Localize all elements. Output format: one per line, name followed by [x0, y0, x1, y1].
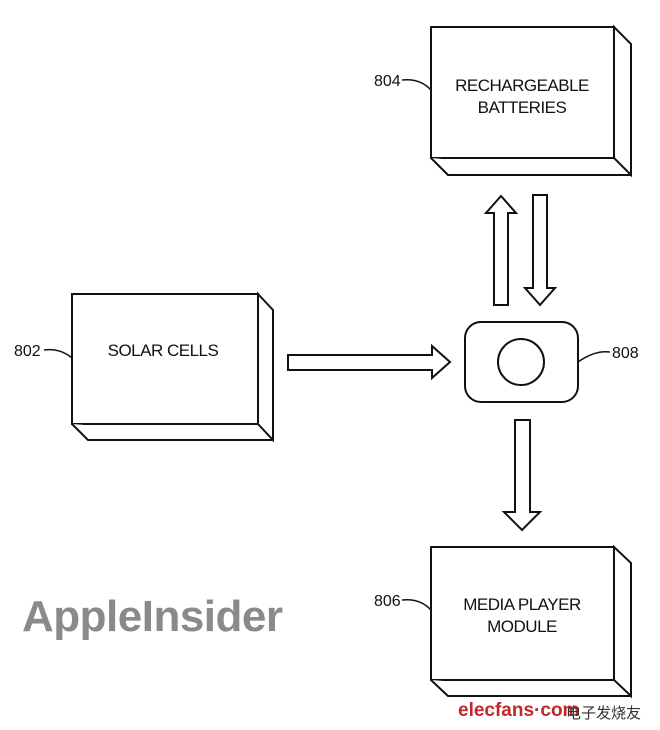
batteries-label-2: BATTERIES	[478, 98, 567, 117]
arrow-solar-to-controller	[287, 343, 452, 381]
media-label-2: MODULE	[487, 617, 557, 636]
solar-block: SOLAR CELLS	[71, 291, 274, 443]
arrow-to-media	[501, 419, 543, 532]
controller-button-icon	[497, 338, 545, 386]
elecfans-watermark: elecfans·com	[458, 700, 580, 721]
arrow-down-from-batteries	[522, 194, 558, 307]
ref-806: 806	[374, 593, 401, 610]
ref-808: 808	[612, 345, 639, 362]
leader-804	[401, 78, 432, 91]
batteries-block: RECHARGEABLE BATTERIES	[430, 24, 632, 178]
elecfans-cn-watermark: 电子发烧友	[566, 704, 642, 722]
leader-802	[43, 348, 73, 359]
media-block: MEDIA PLAYER MODULE	[430, 544, 632, 699]
solar-label: SOLAR CELLS	[108, 341, 219, 360]
ref-802: 802	[14, 343, 41, 360]
appleinsider-watermark: AppleInsider	[22, 592, 283, 641]
controller-block	[464, 321, 579, 403]
media-label-1: MEDIA PLAYER	[463, 595, 581, 614]
leader-806	[401, 598, 432, 611]
ref-804: 804	[374, 73, 401, 90]
leader-808	[577, 350, 611, 363]
arrow-up-to-batteries	[483, 194, 519, 306]
batteries-label-1: RECHARGEABLE	[455, 76, 589, 95]
